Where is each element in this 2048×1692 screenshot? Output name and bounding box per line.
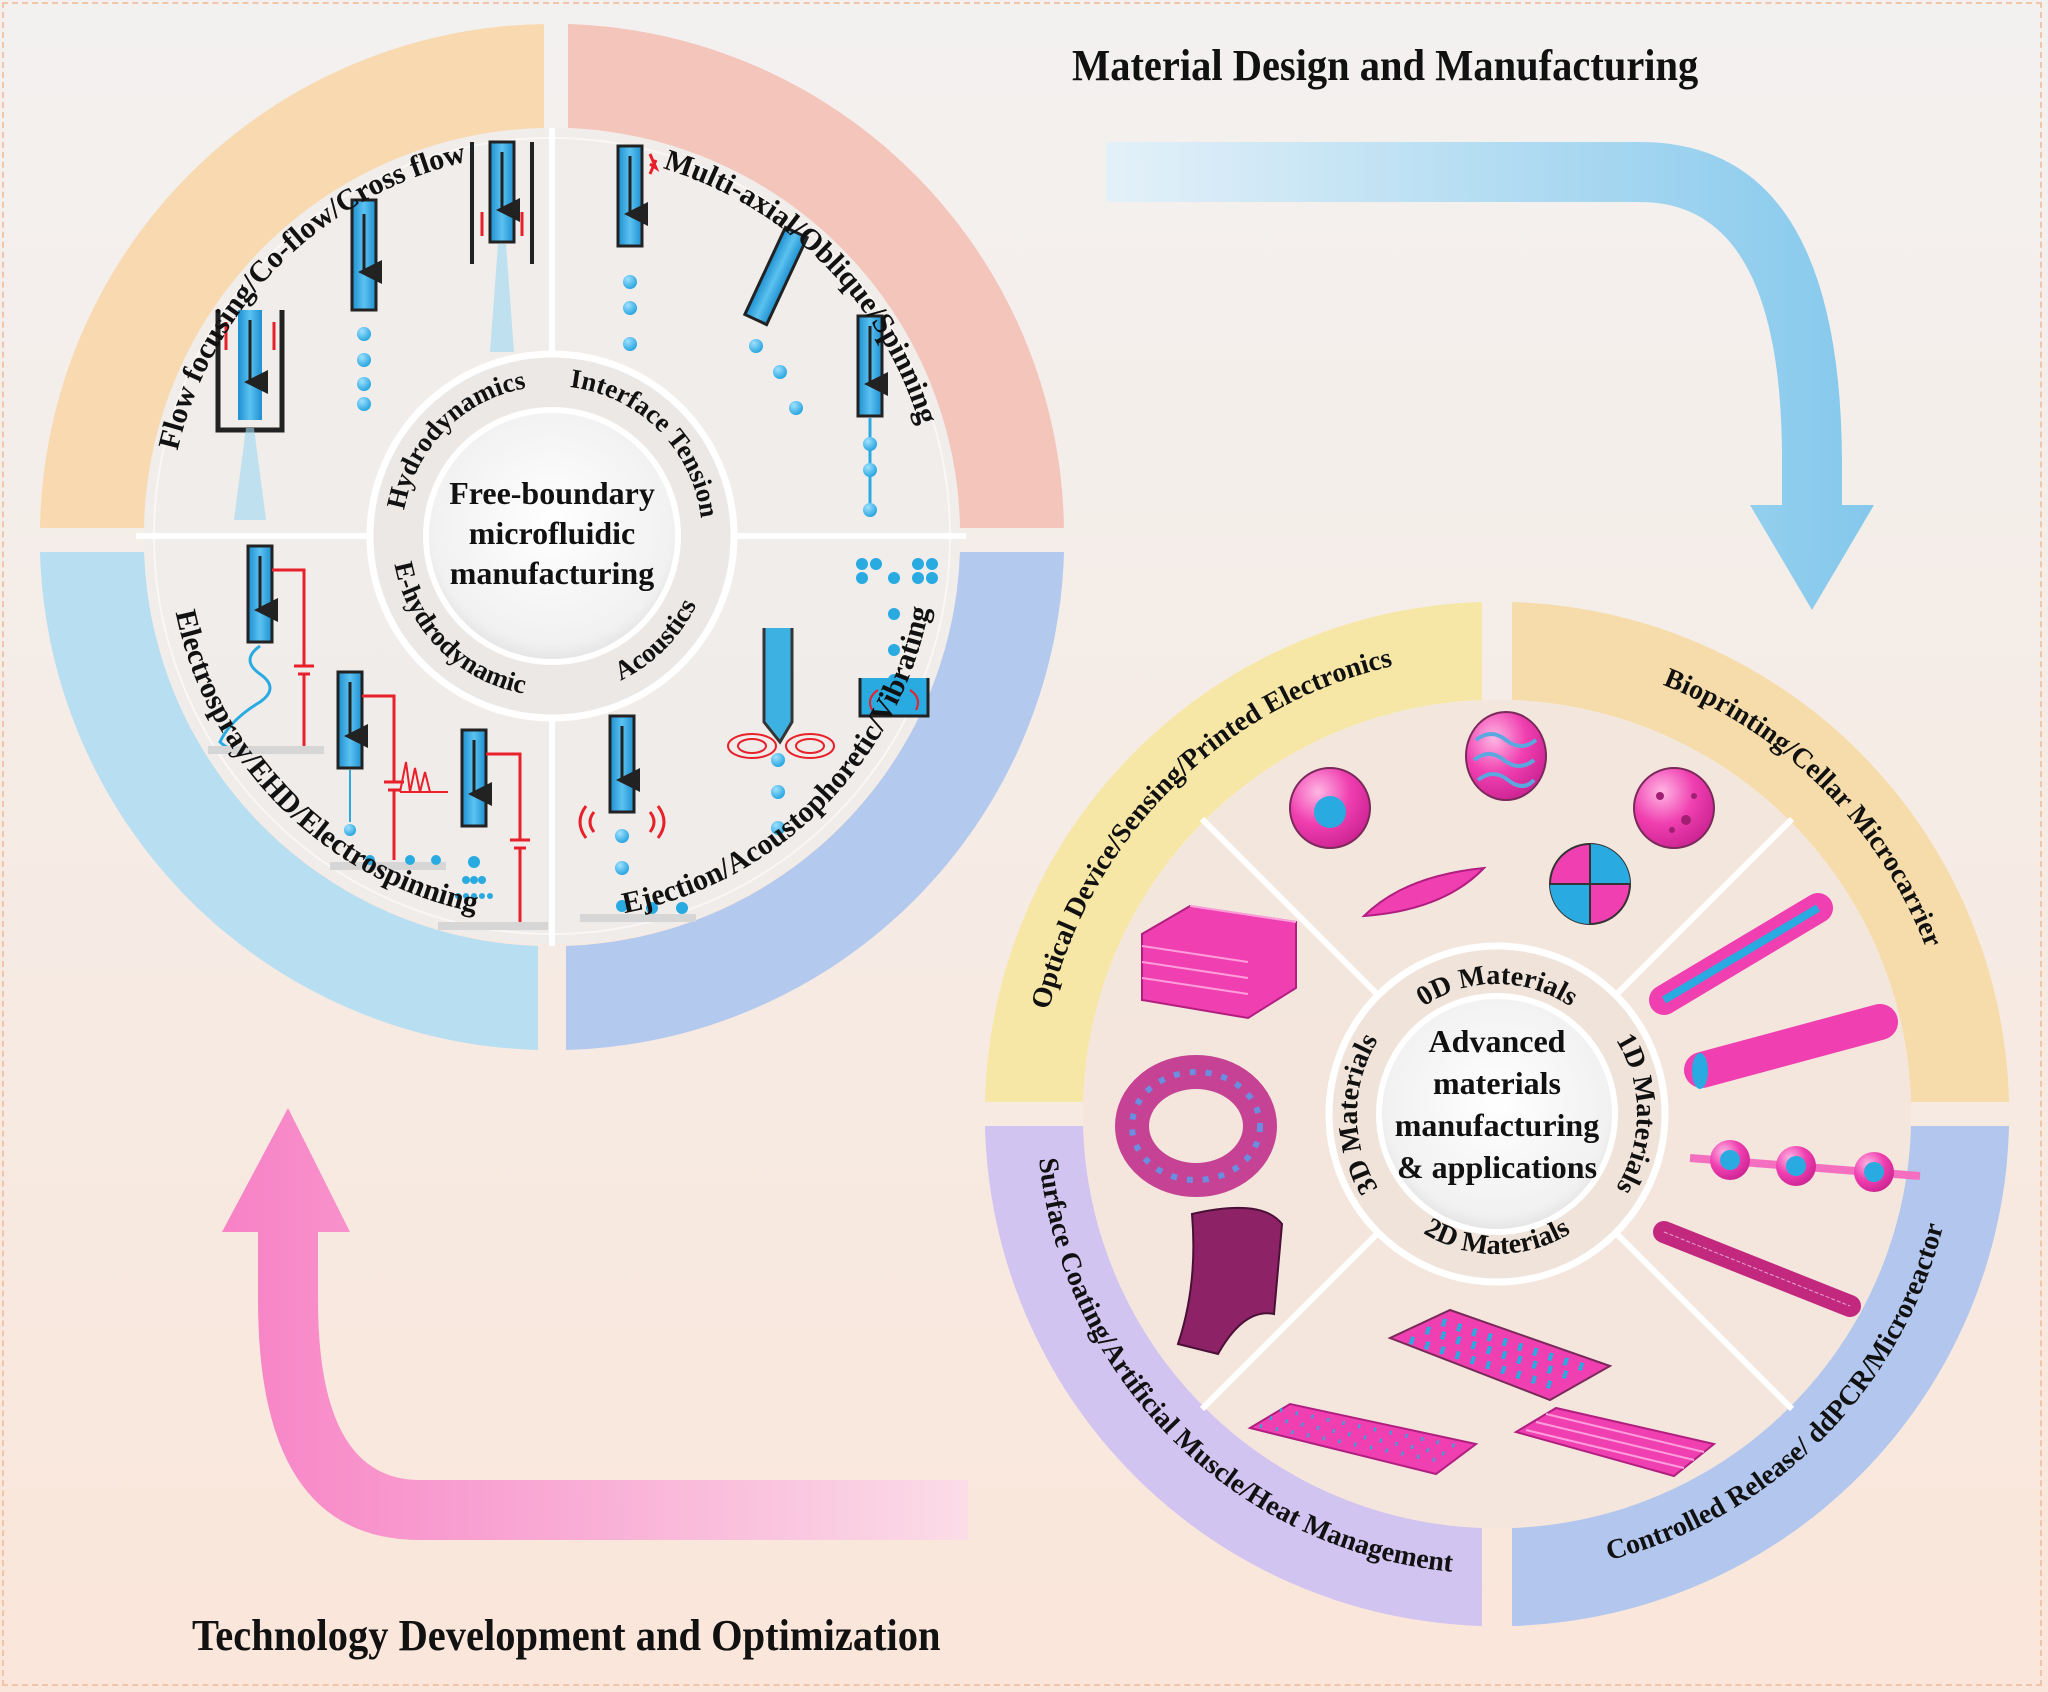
band-optical-device — [985, 602, 1482, 1102]
left-hub — [423, 407, 681, 665]
left-hub-line-3: manufacturing — [450, 555, 654, 591]
right-hub — [1376, 993, 1618, 1235]
bottom-title: Technology Development and Optimization — [192, 1611, 941, 1660]
hollow-fiber-icon — [1649, 893, 1833, 1015]
right-hub-line-1: Advanced — [1429, 1023, 1566, 1059]
left-hub-line-2: microfluidic — [469, 515, 636, 551]
right-hub-line-2: materials — [1433, 1065, 1561, 1101]
janus-particle-icon — [1549, 843, 1631, 925]
band-surface-coating — [985, 1126, 1482, 1626]
co-flow-nozzle-icon — [350, 198, 382, 411]
particle-monolayer-icon — [1387, 1308, 1613, 1402]
band-ejection — [566, 552, 1064, 1050]
striped-particle-icon — [1465, 711, 1547, 801]
particle-ring-icon — [1115, 1055, 1277, 1197]
cross-flow-nozzle-icon — [470, 140, 534, 352]
band-multi-axial — [568, 24, 1064, 528]
band-bioprinting — [1512, 602, 2009, 1102]
oblique-nozzle-icon — [742, 225, 810, 415]
acoustic-ejection-icon — [578, 714, 696, 922]
bundled-fiber-icon — [1653, 1221, 1861, 1317]
left-hub-line-1: Free-boundary — [449, 475, 655, 511]
spindle-particle-icon — [1361, 866, 1487, 918]
acoustophoretic-icon — [727, 628, 835, 835]
beaded-fiber-icon — [1689, 1140, 1921, 1192]
band-controlled-release — [1512, 1126, 2009, 1626]
core-shell-particle-icon — [1289, 767, 1371, 849]
right-wheel: 0D Materials 2D Materials 3D Materials 1… — [985, 602, 2009, 1626]
porous-particle-icon — [1633, 767, 1715, 849]
fiber-mat-dotted-icon — [1247, 1402, 1479, 1476]
right-hub-line-3: manufacturing — [1395, 1107, 1599, 1143]
fiber-cube-icon — [1141, 904, 1297, 1020]
flow-focusing-nozzle-icon — [215, 310, 285, 520]
top-title: Material Design and Manufacturing — [1072, 41, 1699, 90]
electrospray-icon — [438, 728, 548, 930]
band-flow-focusing — [40, 24, 544, 528]
band-electrospray — [40, 552, 538, 1050]
right-hub-line-4: & applications — [1397, 1149, 1597, 1185]
fiber-mat-icon — [1513, 1406, 1717, 1478]
electrospinning-icon — [208, 544, 324, 754]
pink-flow-arrow — [222, 1108, 968, 1540]
blue-flow-arrow — [1106, 142, 1874, 610]
curved-tube-icon — [1176, 1206, 1284, 1356]
left-wheel: Hydrodynamics Interface Tension E-hydrod… — [40, 24, 1064, 1050]
ehd-printing-icon — [330, 670, 448, 870]
solid-fiber-icon — [1684, 1004, 1898, 1089]
vibrating-icon — [856, 558, 938, 718]
spinning-nozzle-icon — [856, 314, 888, 517]
multi-axial-nozzle-icon — [616, 144, 660, 351]
